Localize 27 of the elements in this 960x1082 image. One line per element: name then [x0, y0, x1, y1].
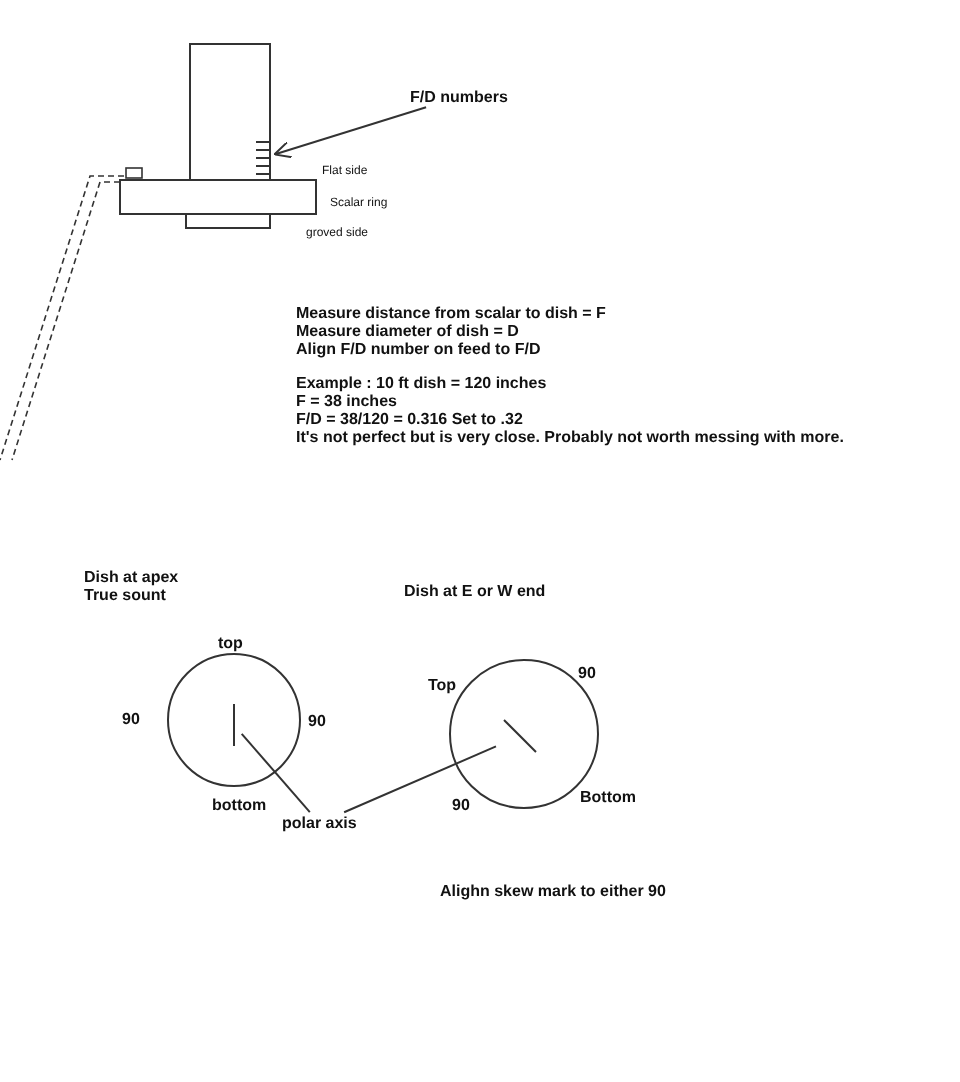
note-text: It's not perfect but is very close. Probably not worth messing with more.	[296, 428, 844, 446]
heading-text: Dish at apex	[84, 568, 179, 586]
heading-text: True sount	[84, 586, 166, 604]
axis-mark	[228, 702, 240, 748]
leader-line	[240, 732, 311, 814]
instruction-text: Align F/D number on feed to F/D	[296, 340, 541, 358]
angle-label: 90	[122, 710, 140, 728]
position-label: top	[218, 634, 243, 652]
heading-text: Dish at E or W end	[404, 582, 546, 600]
position-label: Bottom	[580, 788, 636, 806]
instruction-text: Measure diameter of dish = D	[296, 322, 519, 340]
instruction-text: Measure distance from scalar to dish = F	[296, 304, 606, 322]
axis-mark	[500, 716, 540, 756]
callout-text: polar axis	[282, 814, 357, 832]
position-label: Top	[428, 676, 457, 694]
position-label: bottom	[212, 796, 267, 814]
angle-label: 90	[578, 664, 596, 682]
scale-marks	[254, 138, 272, 178]
callout-text: F/D numbers	[410, 88, 508, 106]
example-text: F = 38 inches	[296, 392, 397, 410]
arrow	[273, 106, 428, 159]
example-text: F/D = 38/120 = 0.316 Set to .32	[296, 410, 523, 428]
angle-label: 90	[452, 796, 470, 814]
angle-label: 90	[308, 712, 326, 730]
leader-line	[343, 745, 497, 814]
note-text: Alighn skew mark to either 90	[440, 882, 666, 900]
example-text: Example : 10 ft dish = 120 inches	[296, 374, 547, 392]
